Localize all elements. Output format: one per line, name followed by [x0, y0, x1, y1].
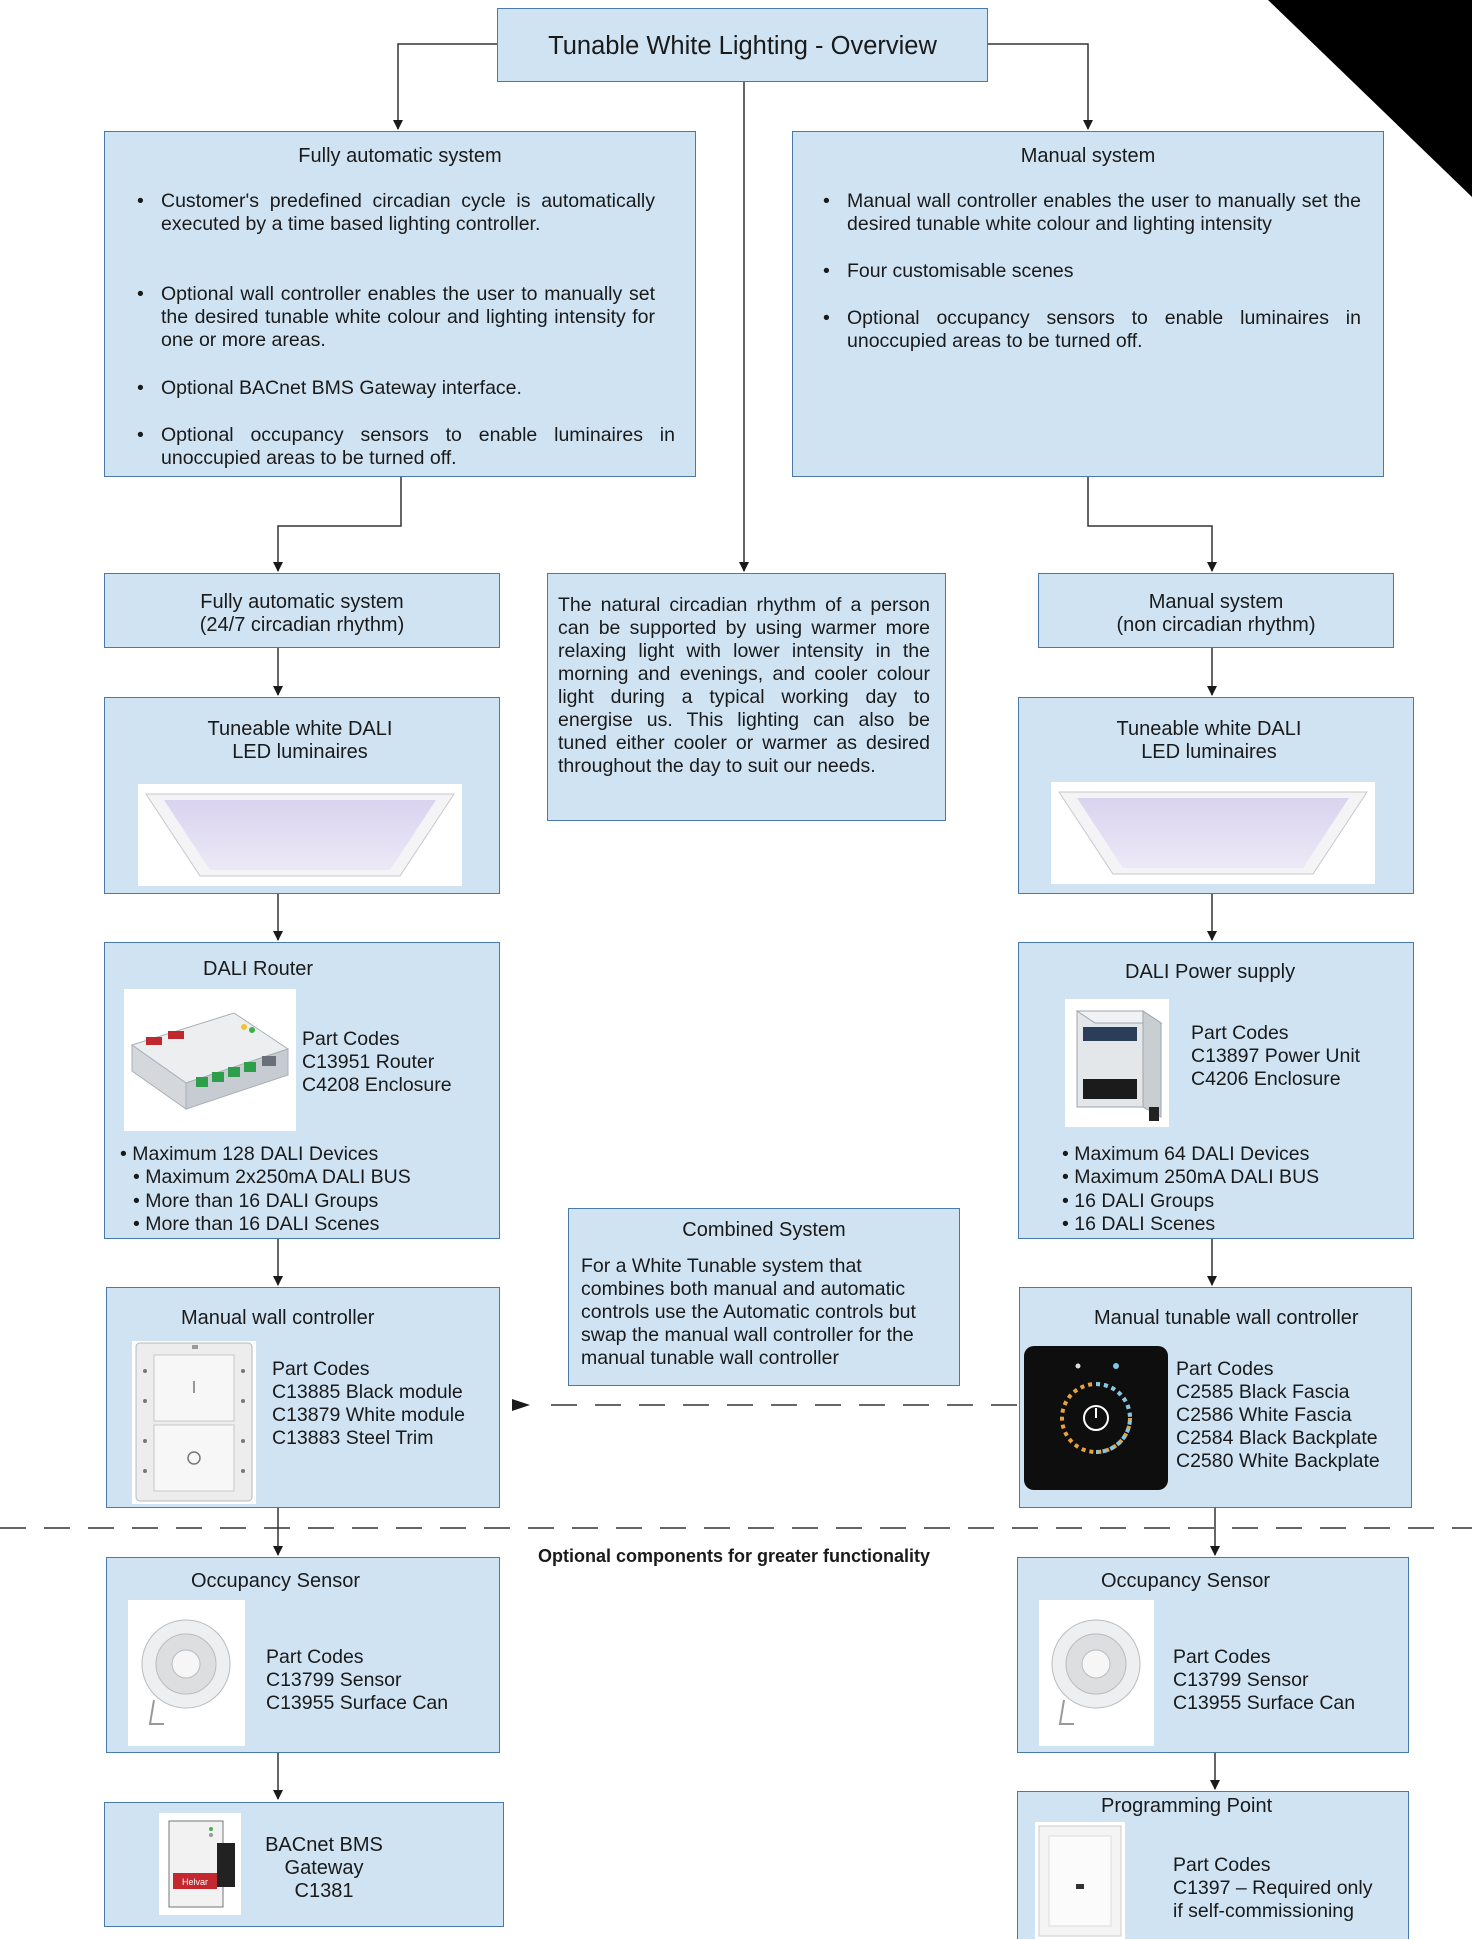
- manual-wall-code-2: C13879 White module: [272, 1404, 465, 1426]
- manual-system-box: Manual system •Manual wall controller en…: [792, 131, 1384, 477]
- power-codes-label: Part Codes: [1191, 1022, 1289, 1044]
- combined-system-title: Combined System: [682, 1219, 846, 1241]
- manual-wall-box: Manual wall controller Part Codes C13885…: [106, 1287, 500, 1508]
- dali-power-box: DALI Power supply Part Codes C13897 Powe…: [1018, 942, 1414, 1239]
- sensor-left-codes-label: Part Codes: [266, 1646, 364, 1668]
- led-panel-image-right: [1051, 782, 1375, 884]
- router-spec-2: • Maximum 2x250mA DALI BUS: [133, 1166, 411, 1188]
- manual-bullet-2: •Four customisable scenes: [823, 260, 1074, 282]
- luminaire-left-box: Tuneable white DALI LED luminaires: [104, 697, 500, 894]
- led-panel-image: [138, 784, 462, 886]
- router-spec-3: • More than 16 DALI Groups: [133, 1190, 379, 1212]
- bacnet-line-3: C1381: [294, 1880, 354, 1902]
- luminaire-right-line1: Tuneable white DALI: [1116, 718, 1302, 740]
- combined-system-box: Combined System For a White Tunable syst…: [568, 1208, 960, 1386]
- tunable-wall-code-4: C2580 White Backplate: [1176, 1450, 1380, 1472]
- power-code-2: C4206 Enclosure: [1191, 1068, 1341, 1090]
- auto-system-box: Fully automatic system •Customer's prede…: [104, 131, 696, 477]
- bacnet-gateway-box: Helvar BACnet BMS Gateway C1381: [104, 1802, 504, 1927]
- sensor-left-code-2: C13955 Surface Can: [266, 1692, 449, 1714]
- power-spec-3: • 16 DALI Groups: [1062, 1190, 1215, 1212]
- bacnet-gateway-image: Helvar: [159, 1813, 241, 1915]
- router-spec-4: • More than 16 DALI Scenes: [133, 1213, 380, 1235]
- dali-power-image: [1065, 999, 1169, 1127]
- dali-router-image: [124, 989, 296, 1131]
- circadian-box: The natural circadian rhythm of a person…: [547, 573, 946, 821]
- auto-bullet-2: •Optional wall controller enables the us…: [137, 283, 655, 351]
- power-spec-1: • Maximum 64 DALI Devices: [1062, 1143, 1310, 1165]
- auto-bullet-3: •Optional BACnet BMS Gateway interface.: [137, 377, 522, 399]
- dali-router-title: DALI Router: [203, 958, 314, 980]
- manual-bullet-3: •Optional occupancy sensors to enable lu…: [823, 307, 1361, 352]
- dali-router-box: DALI Router Part Codes C13951 Router C42…: [104, 942, 500, 1239]
- sensor-right-code-2: C13955 Surface Can: [1173, 1692, 1356, 1714]
- manual-subsystem-box: Manual system (non circadian rhythm): [1038, 573, 1394, 648]
- manual-subsystem-line2: (non circadian rhythm): [1116, 614, 1316, 636]
- bacnet-line-2: Gateway: [284, 1857, 364, 1879]
- sensor-right-code-1: C13799 Sensor: [1173, 1669, 1309, 1691]
- sensor-right-image: [1039, 1600, 1154, 1746]
- dali-power-title: DALI Power supply: [1125, 961, 1296, 983]
- sensor-left-code-1: C13799 Sensor: [266, 1669, 402, 1691]
- manual-system-title: Manual system: [1020, 145, 1156, 167]
- helvar-brand: Helvar: [182, 1877, 208, 1887]
- manual-wall-code-3: C13883 Steel Trim: [272, 1427, 434, 1449]
- sensor-right-codes-label: Part Codes: [1173, 1646, 1271, 1668]
- programming-codes-label: Part Codes: [1173, 1854, 1271, 1876]
- optional-components-label: Optional components for greater function…: [538, 1546, 931, 1566]
- manual-wall-code-1: C13885 Black module: [272, 1381, 463, 1403]
- tunable-wall-box: Manual tunable wall controller Part Code…: [1019, 1287, 1412, 1508]
- tunable-wall-title: Manual tunable wall controller: [1094, 1307, 1359, 1329]
- auto-subsystem-line2: (24/7 circadian rhythm): [199, 614, 405, 636]
- auto-subsystem-line1: Fully automatic system: [200, 591, 404, 613]
- programming-point-image: [1035, 1822, 1125, 1940]
- programming-code-1: C1397 – Required only: [1173, 1877, 1373, 1899]
- auto-bullet-4: •Optional occupancy sensors to enable lu…: [137, 424, 675, 469]
- tunable-wall-image: [1022, 1344, 1170, 1492]
- sensor-left-image: [128, 1600, 245, 1746]
- router-code-1: C13951 Router: [302, 1051, 435, 1073]
- manual-subsystem-line1: Manual system: [1148, 591, 1284, 613]
- title-box: Tunable White Lighting - Overview: [497, 8, 988, 82]
- power-code-1: C13897 Power Unit: [1191, 1045, 1361, 1067]
- auto-bullet-1: •Customer's predefined circadian cycle i…: [137, 190, 655, 235]
- bacnet-line-1: BACnet BMS: [265, 1834, 383, 1856]
- auto-system-title: Fully automatic system: [298, 145, 502, 167]
- power-spec-4: • 16 DALI Scenes: [1062, 1213, 1216, 1235]
- sensor-right-title: Occupancy Sensor: [1101, 1570, 1270, 1592]
- tunable-wall-code-2: C2586 White Fascia: [1176, 1404, 1352, 1426]
- luminaire-left-line1: Tuneable white DALI: [207, 718, 393, 740]
- manual-wall-codes-label: Part Codes: [272, 1358, 370, 1380]
- tunable-wall-code-1: C2585 Black Fascia: [1176, 1381, 1350, 1403]
- luminaire-left-line2: LED luminaires: [232, 741, 368, 763]
- auto-subsystem-box: Fully automatic system (24/7 circadian r…: [104, 573, 500, 648]
- page-title: Tunable White Lighting - Overview: [548, 32, 937, 60]
- tunable-wall-code-3: C2584 Black Backplate: [1176, 1427, 1378, 1449]
- programming-code-2: if self-commissioning: [1173, 1900, 1354, 1922]
- router-code-2: C4208 Enclosure: [302, 1074, 452, 1096]
- luminaire-right-box: Tuneable white DALI LED luminaires: [1018, 697, 1414, 894]
- manual-bullet-1: •Manual wall controller enables the user…: [823, 190, 1361, 235]
- power-spec-2: • Maximum 250mA DALI BUS: [1062, 1166, 1320, 1188]
- sensor-right-box: Occupancy Sensor Part Codes C13799 Senso…: [1017, 1557, 1409, 1753]
- router-codes-label: Part Codes: [302, 1028, 400, 1050]
- tunable-wall-codes-label: Part Codes: [1176, 1358, 1274, 1380]
- router-spec-1: • Maximum 128 DALI Devices: [120, 1143, 379, 1165]
- sensor-left-title: Occupancy Sensor: [191, 1570, 360, 1592]
- programming-point-box: Programming Point Part Codes C1397 – Req…: [1017, 1791, 1409, 1940]
- circadian-text: The natural circadian rhythm of a person…: [558, 594, 930, 777]
- luminaire-right-line2: LED luminaires: [1141, 741, 1277, 763]
- sensor-left-box: Occupancy Sensor Part Codes C13799 Senso…: [106, 1557, 500, 1753]
- programming-point-title: Programming Point: [1101, 1795, 1273, 1817]
- manual-wall-title: Manual wall controller: [181, 1307, 375, 1329]
- manual-wall-image: [132, 1341, 256, 1504]
- combined-system-text: For a White Tunable system that combines…: [581, 1255, 916, 1369]
